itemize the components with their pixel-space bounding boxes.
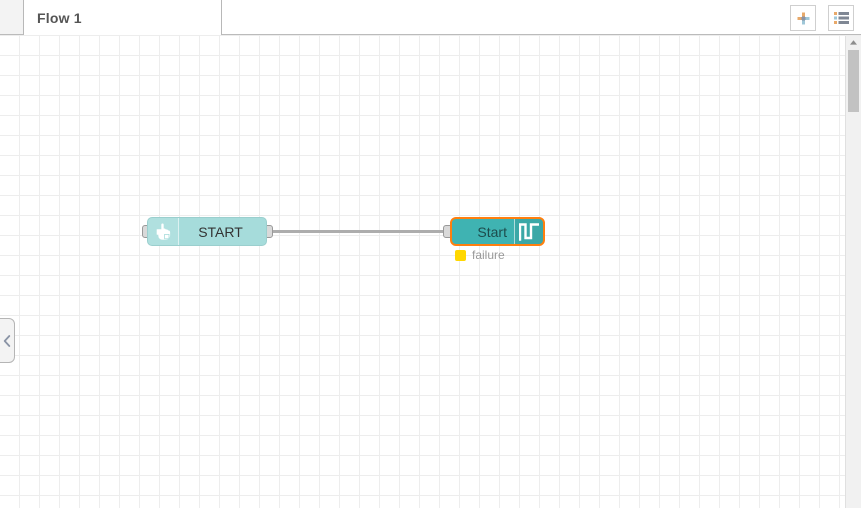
flow-tab-bar: Flow 1 [0,0,861,35]
list-icon [833,12,849,24]
add-flow-button[interactable] [790,5,816,31]
tab-bar-right-filler [222,0,861,35]
scrollbar-up-button[interactable] [846,36,861,49]
node-start-function[interactable]: Start [450,217,545,246]
node-icon-wrapper [514,219,543,244]
tab-flow-1-label: Flow 1 [37,9,82,26]
flow-canvas[interactable]: START Start failure [0,35,861,508]
status-dot-icon [455,249,466,261]
node-icon-wrapper [148,218,179,245]
inject-hand-icon [156,223,170,240]
node-start-inject-label: START [198,223,243,240]
canvas-grid [0,35,861,508]
chevron-left-icon [3,334,11,347]
caret-up-icon [850,40,857,45]
node-status-failure: failure [455,248,505,262]
palette-expand-handle[interactable] [0,318,15,363]
plus-icon [797,12,809,24]
node-start-function-label: Start [477,223,507,240]
node-status-failure-label: failure [472,248,505,262]
node-start-inject[interactable]: START [147,217,267,246]
vertical-scrollbar[interactable] [845,36,861,508]
pulse-wave-icon [519,223,539,241]
scrollbar-thumb[interactable] [848,50,859,112]
tab-bar-left-filler [0,0,23,35]
flow-list-button[interactable] [828,5,854,31]
wire-inject-to-function[interactable] [272,230,444,233]
tab-flow-1[interactable]: Flow 1 [23,0,222,35]
